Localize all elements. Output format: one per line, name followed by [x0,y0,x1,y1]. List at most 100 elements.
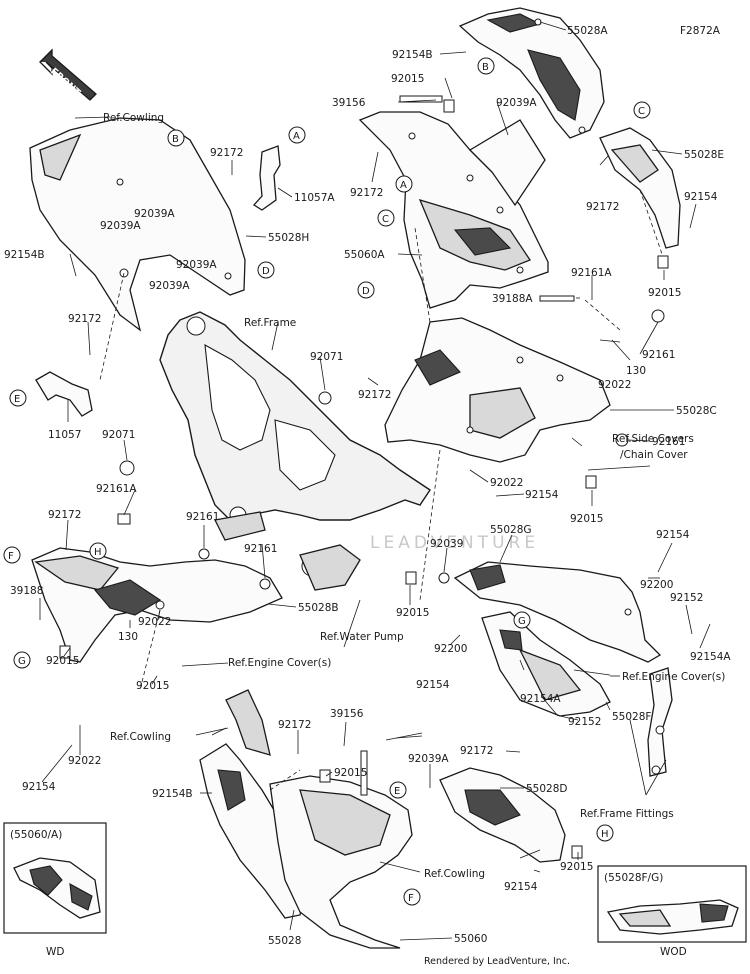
upper-cowl-55028A [458,7,605,139]
grommet-92161-l1 [198,548,210,560]
rubber-strip-39156-bottom [360,750,368,796]
label-55028B: 55028B [298,602,339,614]
label-55028H: 55028H [268,232,309,244]
label-92015-center: 92015 [396,607,429,619]
label-92071-center: 92071 [310,351,343,363]
collar-92015-r1 [657,255,669,269]
label-92022-l1: 92022 [138,616,171,628]
grommet-92071-c [318,391,332,405]
lower-cowl-55060 [269,775,413,949]
footer-credit: Rendered by LeadVenture, Inc. [424,956,570,967]
collar-92015-br [571,845,583,859]
label-92154-left: 92154 [22,781,56,793]
ref-frame-fittings: Ref.Frame Fittings [580,808,674,820]
front-arrow-icon [39,48,97,101]
label-92039-mid: 92039 [430,538,463,550]
label-11057: 11057 [48,429,81,441]
label-92172-left2: 92172 [48,509,81,521]
label-92200-r1: 92200 [640,579,673,591]
label-92172-mid: 92172 [358,389,391,401]
label-92154B-top: 92154B [392,49,433,61]
label-39188A: 39188A [492,293,533,305]
lower-cowl-55028G [453,561,662,663]
bracket-11057A [253,145,281,211]
pin-39188A [539,295,575,302]
ref-cowling-mid: Ref.Cowling [110,731,171,743]
callout-A-left: A [293,131,300,142]
inset-right-caption: WOD [660,946,687,958]
watermark-text: LEADVENTURE [370,533,539,553]
collar-92015-b [319,769,331,783]
label-92172-t2: 92172 [350,187,383,199]
label-92015-top: 92015 [391,73,424,85]
callout-A-mid: A [400,180,407,191]
collar-92015-l1 [59,645,71,659]
grommet-92071-l [119,460,135,476]
callout-E-left: E [14,394,20,405]
label-39156-top: 39156 [332,97,366,109]
callout-G-right: G [518,616,526,627]
label-92039A-1: 92039A [100,220,141,232]
label-130-r1: 130 [626,365,646,377]
label-92039A-3: 92039A [176,259,217,271]
label-55028: 55028 [268,935,301,947]
inset-left: (55060/A) WD [3,822,107,958]
label-92152-r2: 92152 [568,716,601,728]
label-92022-l2: 92022 [68,755,101,767]
label-55028D: 55028D [526,783,568,795]
label-92154-r3: 92154 [416,679,450,691]
ref-cowling-top: Ref.Cowling [103,112,164,124]
inset-left-caption: WD [46,946,64,958]
callout-G-left: G [18,656,26,667]
label-92172-bottom: 92172 [278,719,311,731]
collar-92161A-l [117,513,131,525]
label-92200-r2: 92200 [434,643,467,655]
frame-fitting-bracket [647,667,673,777]
label-55028A: 55028A [567,25,608,37]
label-92161-l2: 92161 [244,543,277,555]
label-92015-l2: 92015 [136,680,169,692]
lower-cowl-55028D [439,767,566,863]
ref-engine-cover-right: Ref.Engine Cover(s) [622,671,725,683]
label-92015-bottom-right: 92015 [560,861,593,873]
label-92022-r1: 92022 [598,379,631,391]
label-92161A-right: 92161A [571,267,612,279]
bracket-11057 [35,371,93,417]
callout-H-left: H [94,547,102,558]
ref-chain-cover: /Chain Cover [620,449,688,461]
label-55028G: 55028G [490,524,532,536]
lower-panel-55028B [31,547,283,663]
figure-code: F2872A [680,25,721,37]
label-92039A-4: 92039A [149,280,190,292]
label-55060: 55060 [454,933,487,945]
label-92161-r2: 92161 [652,436,685,448]
label-92152-r1: 92152 [670,592,703,604]
label-92161A-left: 92161A [96,483,137,495]
label-92172-r1: 92172 [586,201,619,213]
ref-frame: Ref.Frame [244,317,296,329]
label-92039A-2: 92039A [134,208,175,220]
label-92154-r1: 92154 [684,191,718,203]
label-92071-left: 92071 [102,429,135,441]
label-92015-bottom: 92015 [334,767,367,779]
dashed-alignment-lines [99,189,663,791]
side-panel-55028H [29,117,246,332]
label-92172-bottom2: 92172 [460,745,493,757]
label-92154A-right: 92154A [690,651,731,663]
label-92015-mid-right: 92015 [570,513,603,525]
bracket-55028E [599,127,681,249]
label-92015-r1: 92015 [648,287,681,299]
frame-assembly [159,311,431,591]
ref-engine-cover-left: Ref.Engine Cover(s) [228,657,331,669]
inset-right: (55028F/G) WOD [597,865,747,958]
label-55028C: 55028C [676,405,717,417]
label-92161-r1: 92161 [642,349,675,361]
middle-cowl-55060A [358,111,549,309]
label-55028E: 55028E [684,149,724,161]
ref-side-covers: Ref.Side Covers [612,433,694,445]
callout-B-left: B [172,134,179,145]
label-92154A-bottom: 92154A [520,693,561,705]
label-11057A: 11057A [294,192,335,204]
